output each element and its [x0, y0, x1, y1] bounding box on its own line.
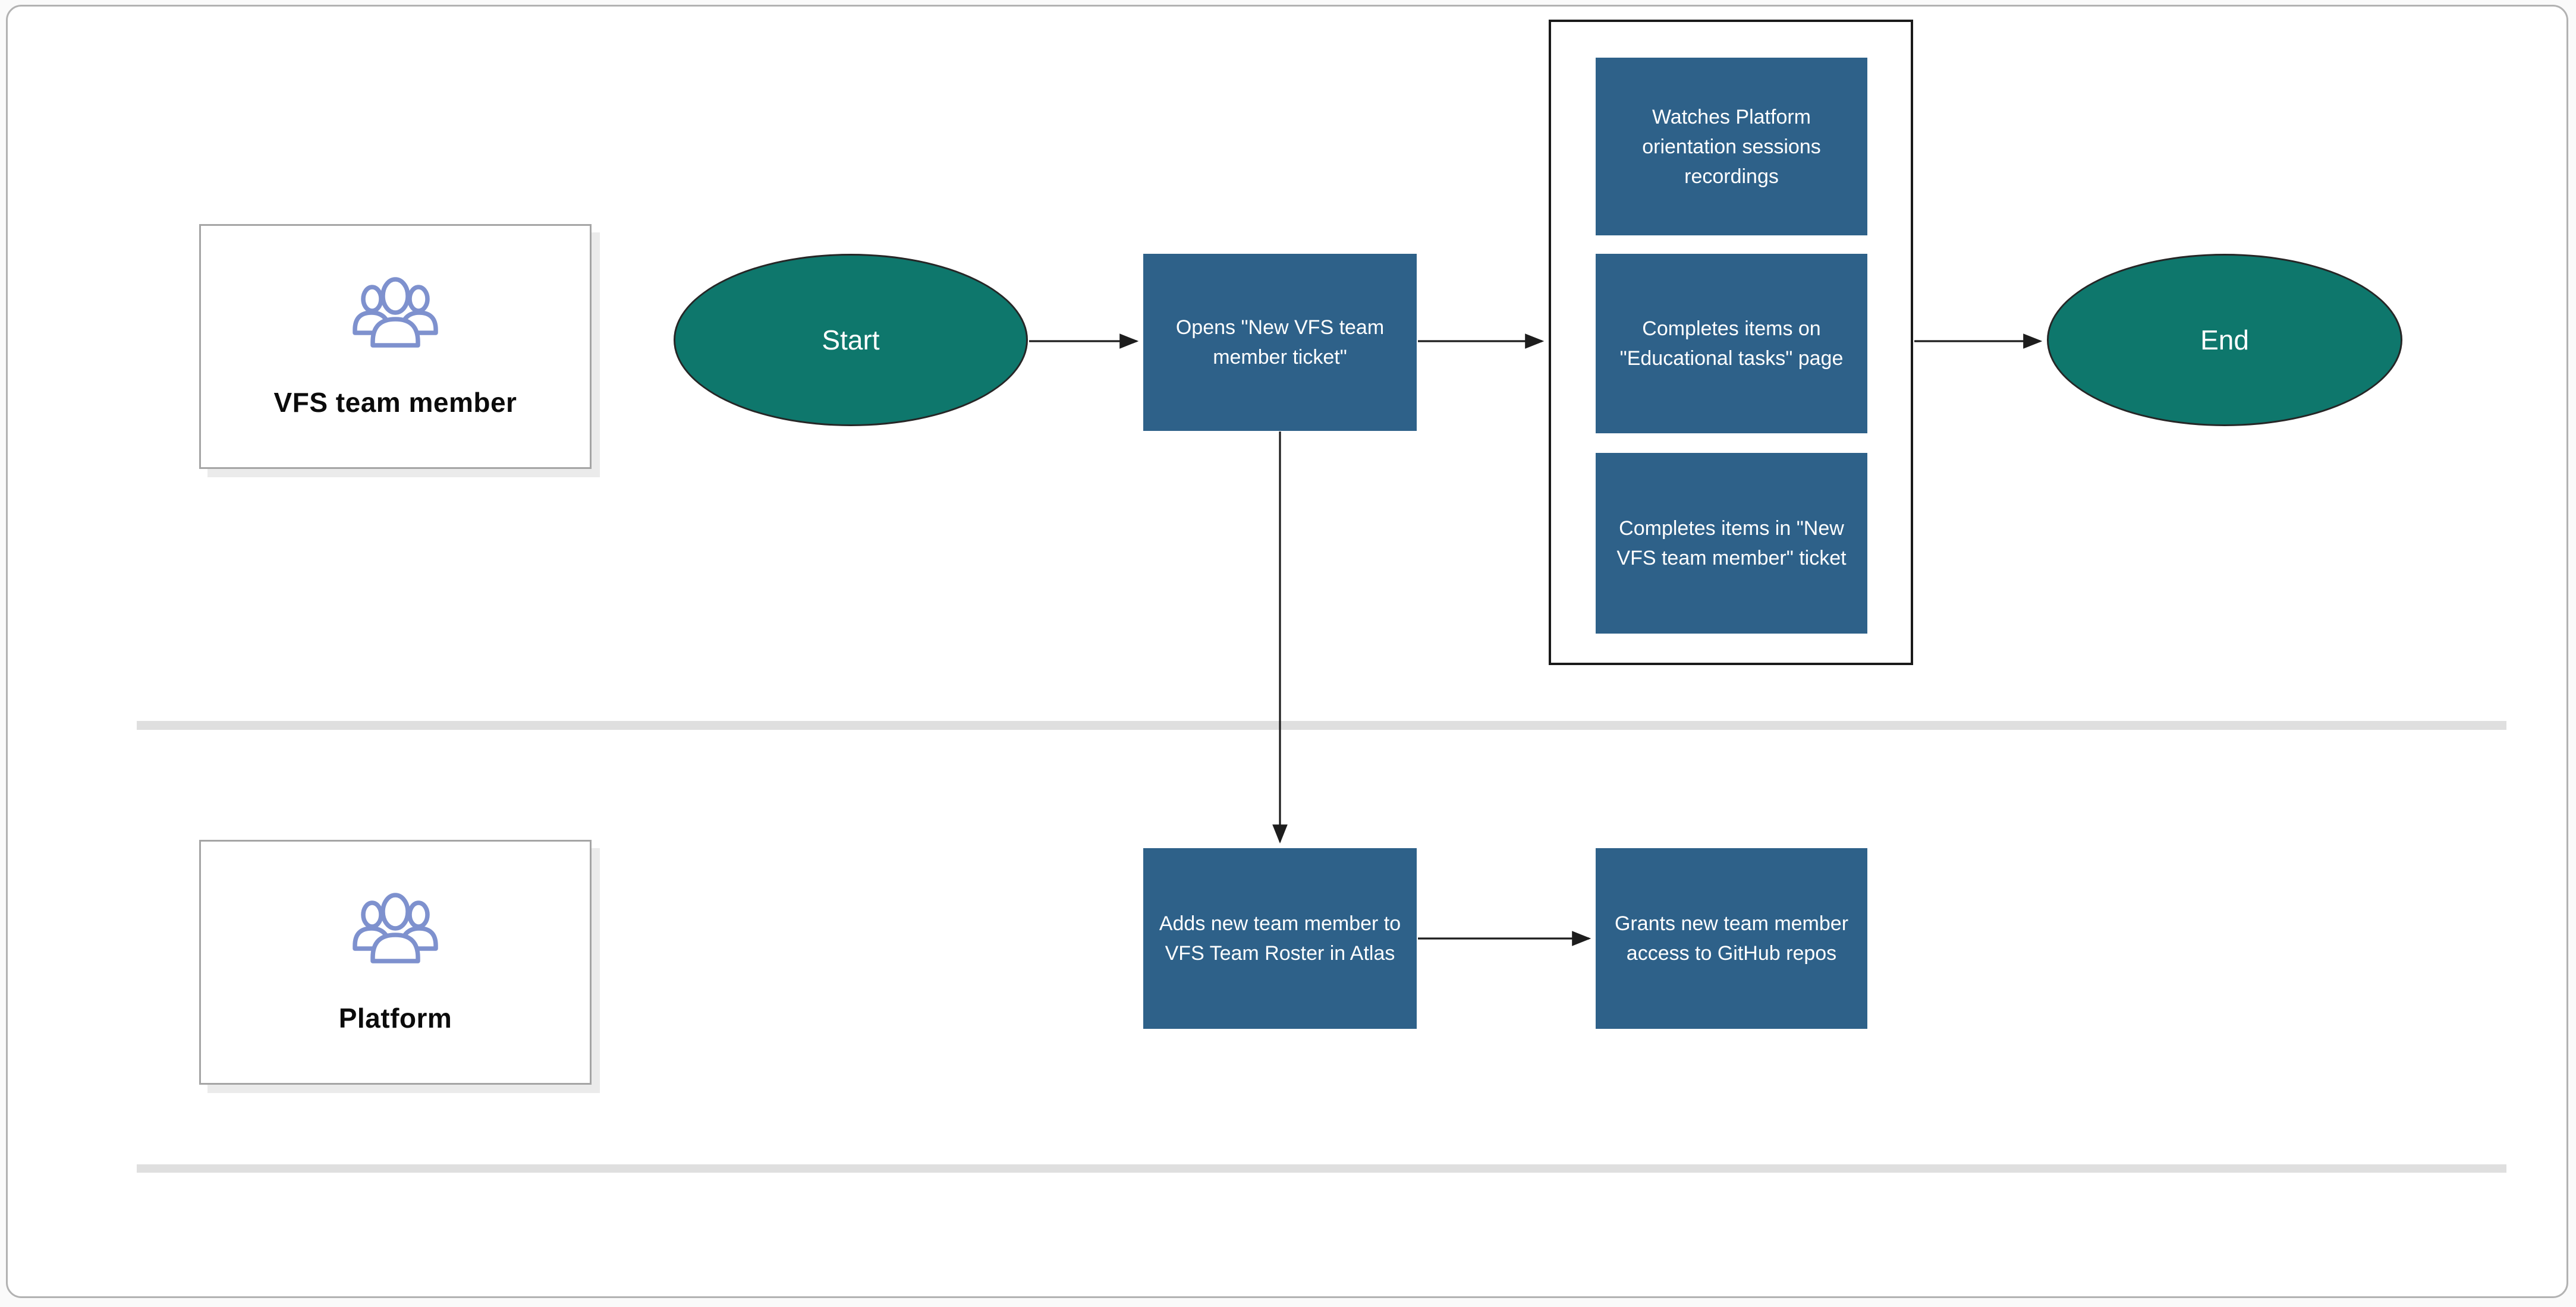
lane-divider	[137, 721, 2506, 730]
team-people-icon	[351, 891, 440, 965]
process-watches-recordings[interactable]: Watches Platform orientation sessions re…	[1596, 58, 1867, 235]
process-ticket-items[interactable]: Completes items in "New VFS team member"…	[1596, 453, 1867, 634]
end-node[interactable]: End	[2047, 254, 2402, 426]
process-label: Adds new team member to VFS Team Roster …	[1159, 912, 1401, 965]
lane-actor-vfs-team-member[interactable]: VFS team member	[199, 224, 592, 469]
lane-divider	[137, 1164, 2506, 1173]
process-label: Completes items on "Educational tasks" p…	[1619, 317, 1844, 370]
lane-label: Platform	[338, 1002, 452, 1034]
process-grants-github[interactable]: Grants new team member access to GitHub …	[1596, 848, 1867, 1029]
lane-actor-platform[interactable]: Platform	[199, 840, 592, 1085]
onboarding-tasks-group[interactable]	[1549, 20, 1913, 665]
end-label: End	[2200, 325, 2249, 355]
start-node[interactable]: Start	[674, 254, 1028, 426]
lane-label: VFS team member	[273, 386, 517, 418]
process-label: Grants new team member access to GitHub …	[1614, 912, 1849, 965]
process-opens-ticket[interactable]: Opens "New VFS team member ticket"	[1143, 254, 1417, 431]
team-people-icon	[351, 275, 440, 349]
process-educational-tasks[interactable]: Completes items on "Educational tasks" p…	[1596, 254, 1867, 433]
process-label: Watches Platform orientation sessions re…	[1642, 105, 1821, 188]
diagram-canvas: VFS team member Platform	[6, 5, 2568, 1298]
start-label: Start	[822, 325, 880, 355]
process-label: Completes items in "New VFS team member"…	[1616, 517, 1847, 569]
process-label: Opens "New VFS team member ticket"	[1175, 316, 1385, 369]
process-adds-roster[interactable]: Adds new team member to VFS Team Roster …	[1143, 848, 1417, 1029]
